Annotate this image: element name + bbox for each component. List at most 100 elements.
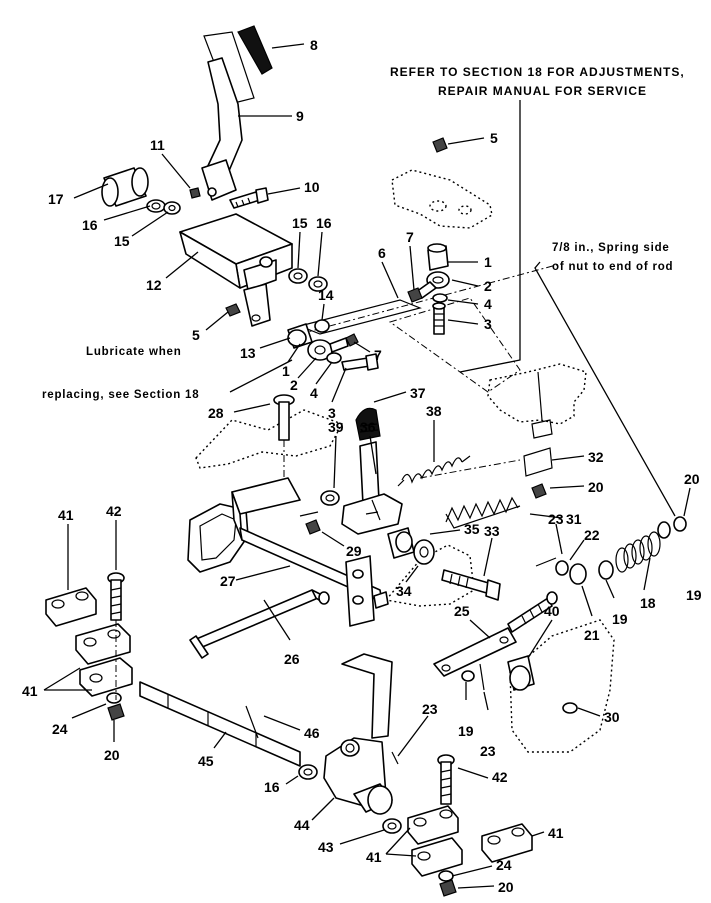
callout-2-right: 2	[484, 278, 492, 294]
nut-29	[305, 519, 321, 535]
callout-29: 29	[346, 543, 362, 559]
note-refer-leader	[459, 100, 521, 373]
callout-33: 33	[484, 523, 500, 539]
callout-23-pedal: 23	[422, 701, 438, 717]
spring-anchor	[531, 419, 553, 439]
callout-31: 31	[566, 511, 582, 527]
callout-35: 35	[464, 521, 480, 537]
callout-11: 11	[150, 137, 165, 153]
note-lube-leader	[229, 359, 293, 393]
bearing-block-41-lower-a	[407, 805, 459, 845]
callout-24-left: 24	[52, 721, 68, 737]
callout-42-lower: 42	[492, 769, 508, 785]
bearing-block-41-mid	[75, 623, 131, 665]
callout-14: 14	[318, 287, 334, 303]
washer-24-left	[106, 692, 122, 704]
washer-30	[562, 702, 578, 714]
bushing-17	[101, 167, 149, 207]
callout-39: 39	[328, 419, 344, 435]
callout-23-upper: 23	[548, 511, 564, 527]
callout-3-left: 3	[328, 405, 336, 421]
callout-20-right: 20	[684, 471, 700, 487]
right-lower-plate	[384, 544, 475, 607]
cotter-pin-23-lower	[479, 663, 485, 691]
washer-19-mid	[598, 560, 614, 580]
callout-9: 9	[296, 108, 304, 124]
callout-25: 25	[454, 603, 470, 619]
washer-43	[382, 818, 402, 834]
trunnion-21	[569, 563, 587, 585]
callout-16-left: 16	[82, 217, 98, 233]
rod-6	[298, 299, 422, 335]
washer-14	[314, 319, 330, 333]
washer-15-right	[288, 268, 308, 284]
carriage-bolt-28	[273, 394, 295, 441]
bearing-block-41-top	[45, 587, 97, 627]
nut-20-left	[107, 703, 125, 721]
callout-41-right: 41	[548, 825, 564, 841]
callout-13: 13	[240, 345, 256, 361]
washer-4-right	[432, 293, 448, 303]
callout-40: 40	[544, 603, 560, 619]
spring-31	[445, 496, 521, 529]
callout-41-left: 41	[22, 683, 38, 699]
pad-37	[355, 407, 381, 441]
callout-41-lower: 41	[366, 849, 382, 865]
callout-5-right: 5	[490, 130, 498, 146]
plate-hole-upper-2	[458, 205, 472, 215]
nut-11	[189, 187, 201, 199]
bushing-35	[387, 527, 415, 559]
callout-30: 30	[604, 709, 620, 725]
pin-46	[245, 705, 259, 739]
callout-23-lower: 23	[480, 743, 496, 759]
callout-20-lower: 20	[498, 879, 514, 895]
callout-37: 37	[410, 385, 426, 401]
plate-hole-upper	[429, 200, 447, 212]
callout-2-left: 2	[290, 377, 298, 393]
bolt-10	[229, 187, 269, 209]
washer-19-lower	[461, 670, 475, 682]
callout-6: 6	[378, 245, 386, 261]
callout-19-mid: 19	[612, 611, 628, 627]
upper-mount-plate	[391, 169, 493, 229]
clevis-40	[507, 655, 535, 691]
leader-lines	[43, 43, 691, 889]
nut-20-lower	[439, 879, 457, 897]
callout-10: 10	[304, 179, 320, 195]
callout-20-left: 20	[104, 747, 120, 763]
note-spring-line2: of nut to end of rod	[552, 261, 673, 273]
callout-20-upper: 20	[588, 479, 604, 495]
callout-12: 12	[146, 277, 162, 293]
callout-8: 8	[310, 37, 318, 53]
spring-38	[397, 455, 471, 487]
callout-44: 44	[294, 817, 310, 833]
callout-17: 17	[48, 191, 64, 207]
rod-26	[189, 589, 330, 659]
note-refer-line2: REPAIR MANUAL FOR SERVICE	[438, 84, 647, 98]
callout-24-lower: 24	[496, 857, 512, 873]
callout-42-left: 42	[106, 503, 122, 519]
bushing-1-right	[427, 243, 449, 271]
bracket-36	[341, 441, 403, 535]
nut-20-upper	[531, 483, 547, 499]
bolt-3-right	[432, 302, 446, 335]
callout-7-right: 7	[406, 229, 414, 245]
callout-5-left: 5	[192, 327, 200, 343]
spring-18	[615, 531, 661, 573]
washer-16-lower	[298, 764, 318, 780]
washer-24-lower	[438, 870, 454, 882]
bolt-42-lower	[437, 754, 455, 805]
note-refer-line1: REFER TO SECTION 18 FOR ADJUSTMENTS,	[390, 65, 685, 79]
callout-16-right: 16	[316, 215, 332, 231]
note-lube-line1: Lubricate when	[86, 346, 182, 358]
shaft-assembly-27	[187, 477, 389, 627]
right-frame-bracket	[487, 363, 587, 425]
callout-1-left: 1	[282, 363, 290, 379]
bolt-3-left	[341, 353, 379, 371]
bracket-12	[179, 213, 293, 327]
pedal-44	[323, 653, 393, 815]
shift-knob	[237, 25, 273, 75]
callout-19-right: 19	[686, 587, 702, 603]
callout-45: 45	[198, 753, 214, 769]
callout-16-lower: 16	[264, 779, 280, 795]
